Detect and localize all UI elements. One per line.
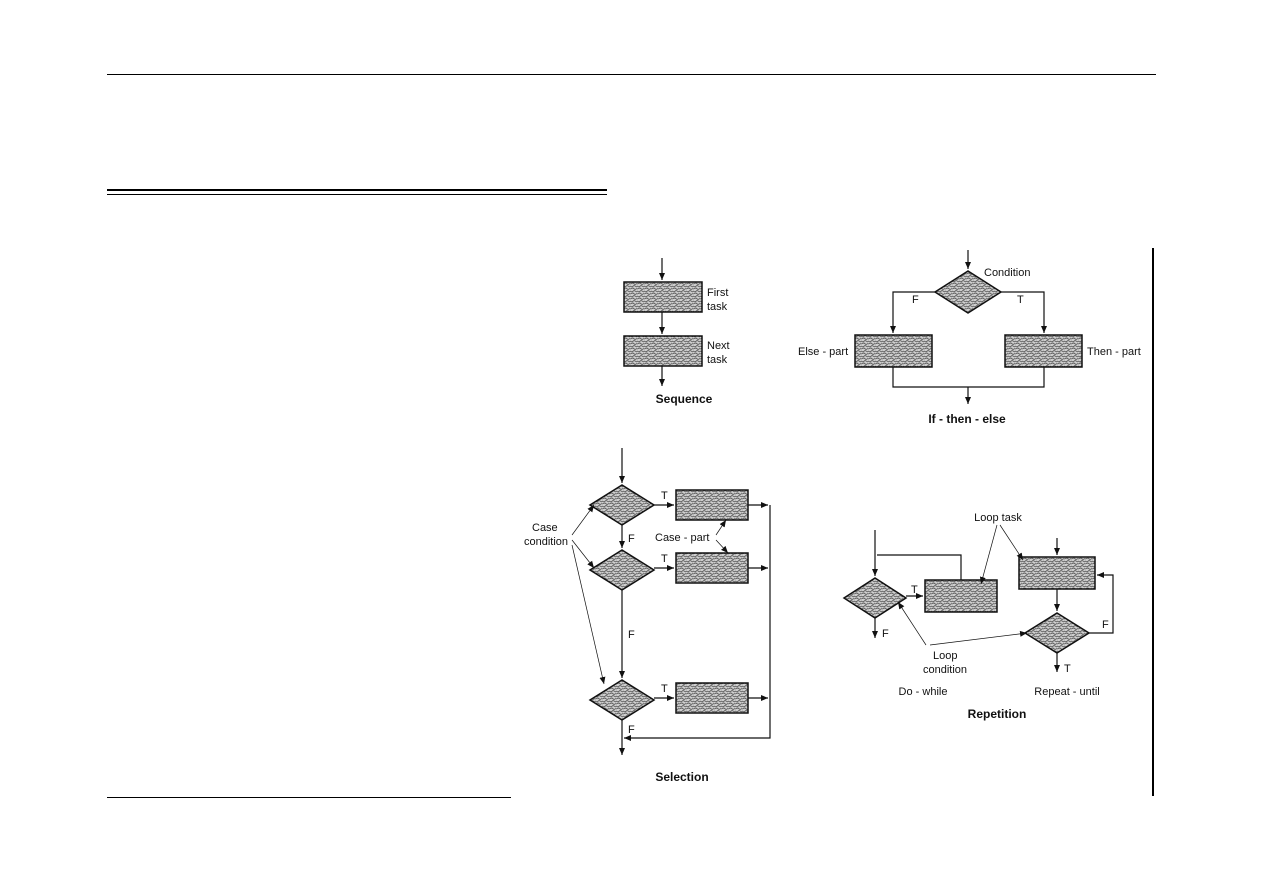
if-then-else-caption: If - then - else (928, 412, 1006, 426)
case-diamond-1 (588, 484, 656, 526)
repeat-false-label: F (1102, 619, 1109, 631)
case-diamond-3 (588, 679, 656, 721)
repetition-diagram: Loop task T F F T Loop condition Do - wh… (842, 512, 1114, 721)
title-underline-bottom (107, 194, 607, 195)
if-false-label: F (912, 294, 919, 306)
loop-label: Loop (933, 650, 957, 662)
case-box-2 (675, 552, 749, 584)
case-diamond-2 (588, 549, 656, 591)
next-task-label-1: Next (707, 340, 730, 352)
sel-false-label-1: F (628, 533, 635, 545)
sel-true-label-3: T (661, 683, 668, 695)
selection-caption: Selection (655, 770, 708, 784)
first-task-box (623, 281, 703, 313)
sel-false-label-2: F (628, 629, 635, 641)
do-while-diamond (842, 577, 908, 619)
repeat-until-label: Repeat - until (1034, 686, 1099, 698)
else-part-box (854, 334, 933, 368)
repeat-task-box (1018, 556, 1096, 590)
then-part-label: Then - part (1087, 346, 1141, 358)
do-while-false-label: F (882, 628, 889, 640)
title-underline-top (107, 189, 607, 191)
next-task-label-2: task (707, 354, 728, 366)
sel-true-label-2: T (661, 553, 668, 565)
footer-rule (107, 797, 511, 798)
repetition-caption: Repetition (968, 707, 1027, 721)
do-while-true-label: T (911, 584, 918, 596)
condition-diamond (933, 270, 1003, 314)
header-rule (107, 74, 1156, 75)
then-part-box (1004, 334, 1083, 368)
sel-true-label-1: T (661, 490, 668, 502)
else-part-label: Else - part (798, 346, 848, 358)
do-while-task-box (924, 579, 998, 613)
condition-label-2: condition (524, 536, 568, 548)
case-label: Case (532, 522, 558, 534)
repeat-until-diamond (1023, 612, 1091, 654)
case-part-label: Case - part (655, 532, 709, 544)
repeat-true-label: T (1064, 663, 1071, 675)
sequence-diagram: First task Next task Sequence (623, 258, 730, 406)
selection-diagram: Case condition Case - part T F T F T F S… (524, 448, 771, 784)
if-true-label: T (1017, 294, 1024, 306)
condition-label: Condition (984, 267, 1030, 279)
next-task-box (623, 335, 703, 367)
case-box-3 (675, 682, 749, 714)
sel-false-label-3: F (628, 724, 635, 736)
loop-condition-label: condition (923, 664, 967, 676)
if-then-else-diagram: Condition F T Else - part Then - part If… (798, 250, 1141, 426)
case-box-1 (675, 489, 749, 521)
do-while-label: Do - while (899, 686, 948, 698)
right-border (1152, 248, 1154, 796)
sequence-caption: Sequence (656, 392, 713, 406)
first-task-label-1: First (707, 287, 728, 299)
first-task-label-2: task (707, 301, 728, 313)
loop-task-label: Loop task (974, 512, 1022, 524)
